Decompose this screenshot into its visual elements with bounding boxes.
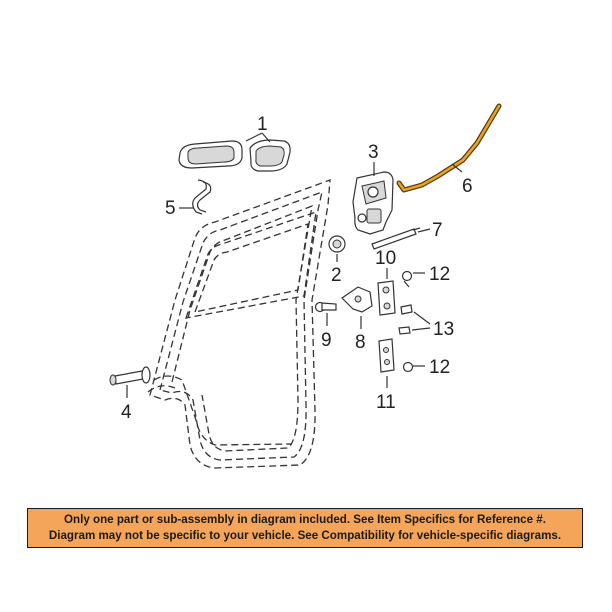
part-3-door-latch (352, 162, 394, 235)
callout-8: 8 (355, 332, 366, 353)
callout-13: 13 (433, 319, 454, 340)
callout-5: 5 (165, 198, 176, 219)
part-7-latch-rod (371, 227, 431, 250)
callout-10: 10 (375, 248, 396, 269)
callout-1: 1 (257, 114, 268, 135)
callout-2: 2 (331, 265, 342, 286)
part-12-bolt-upper (401, 270, 425, 288)
part-9-bolt (314, 301, 337, 326)
rear-door-shell (147, 179, 331, 469)
part-4-check-pin (109, 366, 151, 398)
callout-3: 3 (368, 142, 379, 163)
part-12-bolt-lower (402, 361, 425, 373)
callout-4: 4 (121, 402, 132, 423)
part-1-outside-handle (178, 132, 291, 172)
part-5-linkage-rod (179, 179, 212, 215)
part-13-screws (398, 304, 431, 335)
callout-7: 7 (432, 220, 443, 241)
callout-11: 11 (376, 392, 396, 413)
part-10-striker (377, 268, 396, 316)
part-2-grommet (328, 235, 346, 262)
disclaimer-banner: Only one part or sub-assembly in diagram… (27, 508, 583, 548)
disclaimer-line-1: Only one part or sub-assembly in diagram… (64, 513, 546, 526)
part-6-cable-highlighted (396, 103, 502, 193)
part-8-bracket (341, 286, 373, 329)
part-11-lower-striker (378, 338, 395, 388)
callout-6: 6 (462, 176, 473, 197)
callout-12-lower: 12 (429, 357, 450, 378)
callout-9: 9 (321, 330, 332, 351)
disclaimer-line-2: Diagram may not be specific to your vehi… (48, 529, 562, 542)
callout-12-upper: 12 (429, 264, 450, 285)
